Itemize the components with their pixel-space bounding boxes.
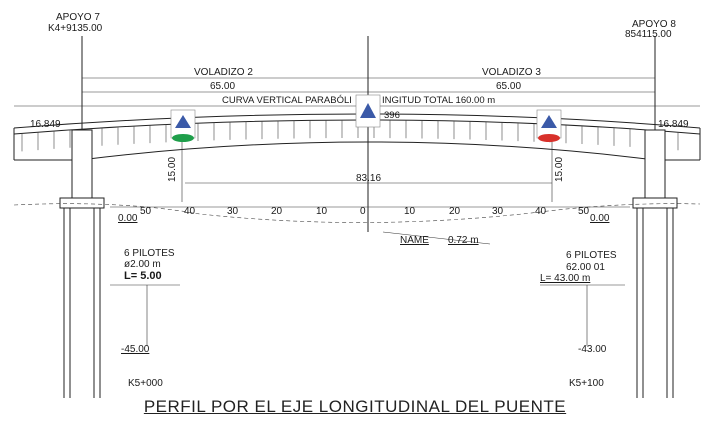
ground-left: 0.00 — [118, 213, 138, 224]
scale-tick-label: 0 — [360, 206, 366, 217]
piles-right-station: K5+100 — [569, 378, 604, 389]
piles-right-count: 6 PILOTES — [566, 250, 617, 261]
piles-right — [636, 208, 674, 398]
name-value: 0.72 m — [448, 235, 479, 246]
deck-bottom — [14, 141, 700, 161]
scale-ticks: 50 40 30 20 10 0 10 20 30 40 50 — [140, 206, 590, 217]
drawing-title: PERFIL POR EL EJE LONGITUDINAL DEL PUENT… — [143, 397, 567, 416]
support-left-name: APOYO 7 — [56, 12, 100, 23]
ground-line — [13, 203, 701, 223]
mid-dimension: 83.16 — [356, 173, 381, 184]
span-left-length: 65.00 — [210, 81, 235, 92]
name-leader — [382, 231, 491, 245]
scale-tick-label: 10 — [316, 206, 328, 217]
scale-tick-label: 10 — [404, 206, 416, 217]
scale-tick-label: 20 — [271, 206, 283, 217]
marker-red-icon — [536, 109, 562, 142]
piles-right-diameter: 62.00 01 — [566, 262, 605, 273]
deck-truss — [21, 120, 679, 152]
scale-tick-label: 40 — [184, 206, 196, 217]
support-right-station: 854115.00 — [625, 29, 672, 40]
piles-left-count: 6 PILOTES — [124, 248, 175, 259]
name-label: NAME — [400, 235, 429, 246]
footing-right — [632, 197, 678, 209]
pier-left — [71, 129, 93, 203]
footing-left — [59, 197, 105, 209]
marker-green-icon — [170, 109, 196, 142]
marker-center-icon — [355, 94, 381, 128]
support-right-name: APOYO 8 — [632, 19, 676, 30]
length-label: INGITUD TOTAL 160.00 m — [382, 95, 495, 106]
scale-tick-label: 30 — [227, 206, 239, 217]
piles-left-length: L= 5.00 — [124, 270, 162, 282]
span-right-label: VOLADIZO 3 — [482, 67, 541, 78]
deck-level-right: 16.849 — [658, 119, 689, 130]
deck-level-left: 16.849 — [30, 119, 61, 130]
center-mark: 396 — [384, 110, 400, 121]
span-left-label: VOLADIZO 2 — [194, 67, 253, 78]
piles-left — [63, 208, 101, 398]
scale-tick-label: 40 — [535, 206, 547, 217]
pier-right — [644, 129, 666, 203]
span-right-length: 65.00 — [496, 81, 521, 92]
pier-height-left: 15.00 — [167, 157, 178, 182]
piles-left-diameter: ø2.00 m — [124, 259, 161, 270]
support-left-station: K4+9135.00 — [48, 23, 103, 34]
ground-right: 0.00 — [590, 213, 610, 224]
pier-height-right: 15.00 — [554, 157, 565, 182]
scale-tick-label: 30 — [492, 206, 504, 217]
piles-left-depth: -45.00 — [121, 344, 150, 355]
piles-right-depth: -43.00 — [578, 344, 607, 355]
piles-right-length: L= 43.00 m — [540, 273, 590, 284]
scale-tick-label: 50 — [140, 206, 152, 217]
curve-label: CURVA VERTICAL PARABÓLI — [222, 95, 352, 106]
scale-tick-label: 20 — [449, 206, 461, 217]
scale-tick-label: 50 — [578, 206, 590, 217]
piles-left-station: K5+000 — [128, 378, 163, 389]
